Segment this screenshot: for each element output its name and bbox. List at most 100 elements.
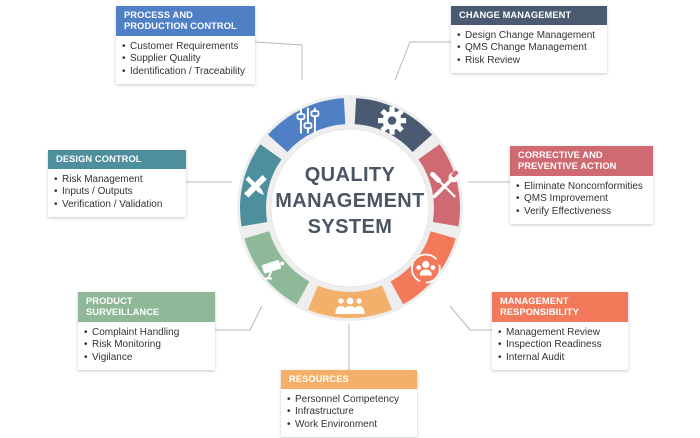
card-management-responsibility: MANAGEMENT RESPONSIBILITY Management Rev… [492, 292, 628, 371]
card-surveillance-header: PRODUCT SURVEILLANCE [78, 292, 215, 322]
card-design-header: DESIGN CONTROL [48, 150, 186, 169]
connector-line [215, 305, 263, 331]
list-item: Inputs / Outputs [54, 186, 178, 199]
list-item: Verification / Validation [54, 199, 178, 212]
slider-knob [296, 113, 306, 120]
center-title: QUALITY MANAGEMENT SYSTEM [268, 162, 432, 240]
person-head [416, 265, 422, 270]
person-head [338, 298, 344, 304]
segment-management [390, 231, 456, 305]
wrench-handle [432, 176, 455, 199]
list-item: Risk Review [457, 55, 599, 68]
camera-body [261, 260, 282, 274]
slider-knob [303, 122, 313, 129]
list-item: Infrastructure [287, 406, 409, 419]
card-product-surveillance: PRODUCT SURVEILLANCE Complaint Handling … [78, 292, 215, 371]
card-design-title-1: DESIGN CONTROL [56, 154, 142, 164]
list-item: Verify Effectiveness [516, 206, 645, 219]
card-change-management: CHANGE MANAGEMENT Design Change Manageme… [451, 6, 607, 74]
list-item: Personnel Competency [287, 394, 409, 407]
card-surveillance-title-1: PRODUCT [86, 296, 133, 306]
ruler-pencil-icon [244, 175, 267, 198]
list-item: Vigilance [84, 352, 207, 365]
gear-icon [378, 106, 407, 135]
card-process-header: PROCESS AND PRODUCTION CONTROL [116, 6, 255, 36]
center-hub [270, 128, 430, 288]
center-title-line-3: SYSTEM [307, 216, 393, 238]
list-item: Design Change Management [457, 30, 599, 43]
team-cycle-icon [410, 253, 441, 284]
card-management-title-2: RESPONSIBILITY [500, 307, 579, 317]
card-corrective-list: Eliminate Noncomformities QMS Improvemen… [510, 176, 653, 224]
list-item: Supplier Quality [122, 53, 247, 66]
center-title-line-2: MANAGEMENT [275, 190, 425, 212]
list-item: Inspection Readiness [498, 339, 620, 352]
pencil-body [245, 176, 262, 193]
card-management-title-1: MANAGEMENT [500, 296, 569, 306]
card-change-title-1: CHANGE MANAGEMENT [459, 10, 572, 20]
center-title-line-1: QUALITY [304, 164, 396, 186]
screwdriver-grip [430, 171, 442, 183]
connector-line [449, 305, 492, 331]
segment-corrective [418, 144, 460, 227]
wrench-jaw [451, 170, 459, 178]
segment-design [240, 144, 282, 227]
list-item: Work Environment [287, 419, 409, 432]
card-change-header: CHANGE MANAGEMENT [451, 6, 607, 25]
person-head [356, 298, 362, 304]
card-change-list: Design Change Management QMS Change Mana… [451, 25, 607, 73]
sliders-icon [296, 107, 320, 134]
list-item: Complaint Handling [84, 327, 207, 340]
card-design-list: Risk Management Inputs / Outputs Verific… [48, 169, 186, 217]
slider-knob [310, 110, 320, 117]
card-resources: RESOURCES Personnel Competency Infrastru… [281, 370, 417, 438]
list-item: QMS Change Management [457, 42, 599, 55]
gear-tooth [389, 106, 395, 114]
list-item: Risk Management [54, 174, 178, 187]
card-resources-header: RESOURCES [281, 370, 417, 389]
card-resources-list: Personnel Competency Infrastructure Work… [281, 389, 417, 437]
card-management-list: Management Review Inspection Readiness I… [492, 322, 628, 370]
card-surveillance-list: Complaint Handling Risk Monitoring Vigil… [78, 322, 215, 370]
card-corrective-header: CORRECTIVE AND PREVENTIVE ACTION [510, 146, 653, 176]
screwdriver-shaft [437, 179, 456, 198]
card-resources-title-1: RESOURCES [289, 374, 349, 384]
connector-lines [186, 41, 510, 370]
camera-lens [280, 261, 285, 266]
list-item: Eliminate Noncomformities [516, 181, 645, 194]
camera-mount [267, 271, 273, 279]
card-process-title-2: PRODUCTION CONTROL [124, 21, 237, 31]
card-corrective-preventive-action: CORRECTIVE AND PREVENTIVE ACTION Elimina… [510, 146, 653, 225]
connector-line [394, 41, 451, 81]
card-process-list: Customer Requirements Supplier Quality I… [116, 36, 255, 84]
list-item: Customer Requirements [122, 41, 247, 54]
connector-line [254, 41, 303, 80]
cycle-arrow [410, 253, 441, 284]
person-head [422, 260, 430, 269]
person-head [346, 297, 354, 305]
gear-tooth [389, 127, 395, 135]
list-item: Identification / Traceability [122, 66, 247, 79]
person-body [353, 306, 365, 314]
person-body [343, 306, 357, 314]
gear-hole [387, 116, 397, 125]
card-process-production-control: PROCESS AND PRODUCTION CONTROL Customer … [116, 6, 255, 85]
list-item: Risk Monitoring [84, 339, 207, 352]
pencil-tip [258, 189, 264, 195]
tools-icon [430, 170, 459, 199]
card-design-control: DESIGN CONTROL Risk Management Inputs / … [48, 150, 186, 218]
segment-icons [244, 106, 459, 314]
card-surveillance-title-2: SURVEILLANCE [86, 307, 160, 317]
camera-icon [261, 260, 285, 280]
people-icon [335, 297, 365, 314]
list-item: Internal Audit [498, 352, 620, 365]
person-body [419, 269, 432, 276]
list-item: Management Review [498, 327, 620, 340]
list-item: QMS Improvement [516, 193, 645, 206]
card-management-header: MANAGEMENT RESPONSIBILITY [492, 292, 628, 322]
card-corrective-title-1: CORRECTIVE AND [518, 150, 603, 160]
card-process-title-1: PROCESS AND [124, 10, 193, 20]
card-corrective-title-2: PREVENTIVE ACTION [518, 161, 617, 171]
